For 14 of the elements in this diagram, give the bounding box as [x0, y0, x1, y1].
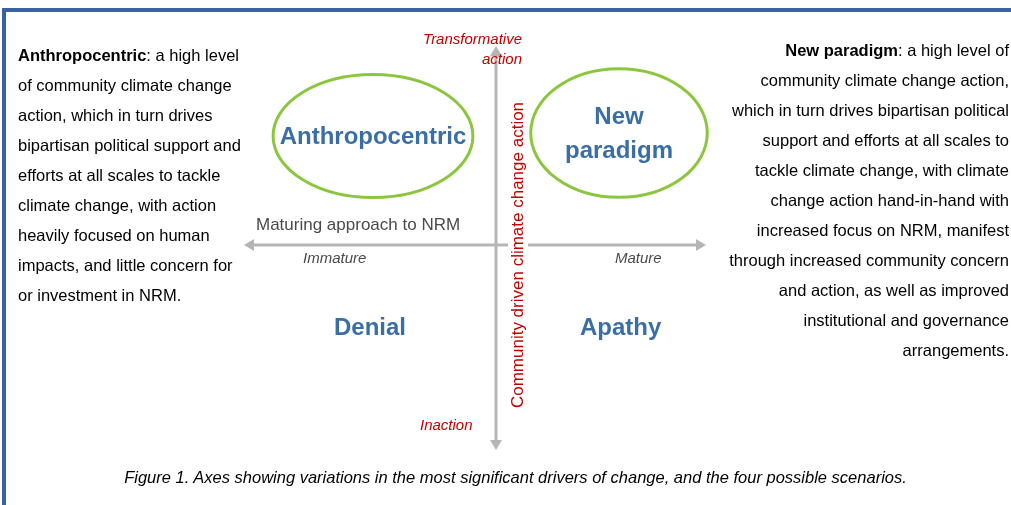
quadrant-label: Denial	[334, 312, 407, 342]
scenario-name: Anthropocentric	[279, 122, 467, 150]
scenario-description: New paradigm: a high level of community climate change action, which in turn drives bipartisan political support and efforts at all scales to tackle climate change, with climate change action hand-in-hand with increased focus on NRM, manifest through increased community concern and action, as well as improved institutional and governance arrangements.	[728, 40, 1009, 361]
axis-end-label: Mature	[615, 248, 662, 268]
figure-caption: Figure 1. Axes showing variations in the most significant drivers of change, and the four possible scenarios.	[123, 467, 908, 488]
scenario-description: Anthropocentric: a high level of community climate change action, which in turn drives bipartisan political support and efforts at all scales to tackle climate change, with action heavily focused on human impacts, and little concern for or investment in NRM.	[18, 45, 242, 306]
quadrant-label: Apathy	[580, 312, 662, 342]
axis-end-label: Transformative action	[422, 29, 522, 69]
scenario-name: New paradigm	[564, 101, 674, 165]
axis-end-label: Inaction	[420, 415, 473, 435]
axis-title: Maturing approach to NRM	[256, 214, 461, 236]
scenario-ellipse	[270, 72, 476, 200]
axis-end-label: Immature	[303, 248, 367, 268]
scenario-ellipse	[528, 66, 710, 200]
